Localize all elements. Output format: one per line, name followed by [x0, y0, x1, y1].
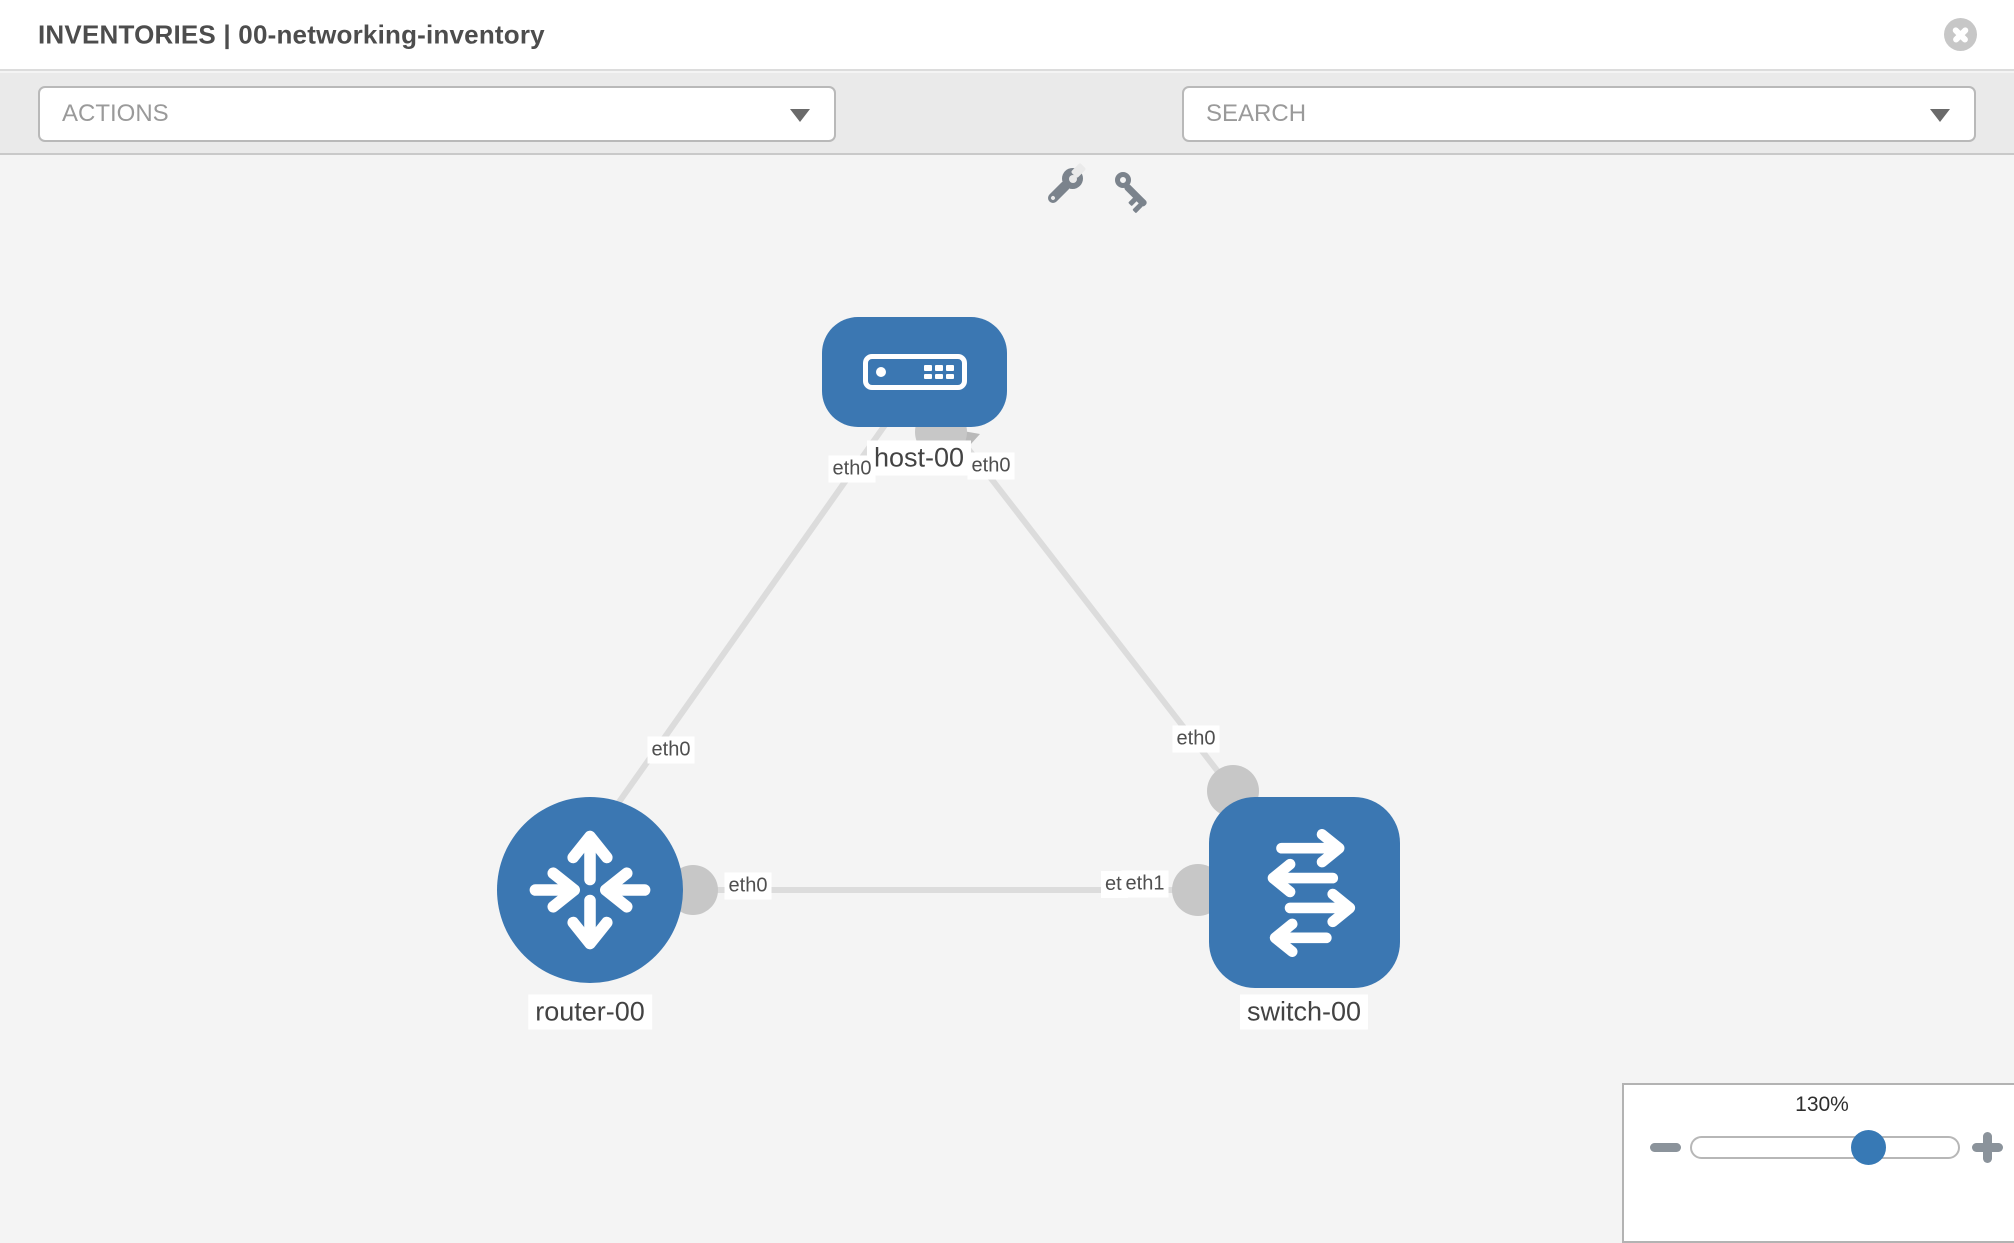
server-ports: [923, 365, 954, 379]
node-label-host: host-00: [866, 440, 972, 476]
key-icon[interactable]: [1115, 172, 1153, 214]
interface-label-router-eth0-uplink: eth0: [647, 736, 695, 764]
modal-header: INVENTORIES | 00-networking-inventory: [0, 0, 2014, 71]
server-led-ring: [875, 367, 886, 377]
zoom-level-value: 130%: [1795, 1093, 1849, 1116]
interface-label-switch-eth1: eth1: [1121, 870, 1169, 898]
interface-label-switch-eth0-uplink: eth0: [1172, 725, 1220, 753]
toolbar: ACTIONS SEARCH: [0, 73, 2014, 214]
wrench-icon[interactable]: [1045, 168, 1084, 206]
topology-links-layer: [609, 406, 1259, 916]
page-title: INVENTORIES | 00-networking-inventory: [38, 19, 545, 49]
zoom-out-button[interactable]: [1650, 1143, 1681, 1152]
close-icon[interactable]: [1944, 18, 1977, 51]
zoom-slider-track[interactable]: [1690, 1136, 1960, 1159]
node-switch-00[interactable]: [1209, 797, 1400, 988]
actions-dropdown[interactable]: ACTIONS: [38, 86, 836, 142]
chevron-down-icon: [1930, 109, 1950, 122]
interface-label-host-eth0-left: eth0: [828, 455, 876, 483]
actions-dropdown-label: ACTIONS: [62, 100, 169, 127]
interface-label-host-eth0-right: eth0: [967, 452, 1015, 480]
interface-label-router-eth0: eth0: [724, 872, 772, 900]
node-host-00[interactable]: [822, 317, 1007, 427]
node-label-switch: switch-00: [1239, 994, 1369, 1030]
search-dropdown-label: SEARCH: [1206, 100, 1307, 127]
server-icon: [862, 354, 967, 390]
zoom-in-button[interactable]: [1972, 1132, 2003, 1163]
node-label-router: router-00: [528, 994, 652, 1030]
search-dropdown[interactable]: SEARCH: [1182, 86, 1976, 142]
zoom-slider-thumb[interactable]: [1851, 1130, 1886, 1165]
node-router-00[interactable]: [497, 797, 683, 983]
switch-arrows-icon: [1267, 828, 1355, 957]
router-arrows-icon: [529, 830, 651, 950]
chevron-down-icon: [790, 109, 810, 122]
zoom-control-panel: 130%: [1622, 1083, 2014, 1243]
